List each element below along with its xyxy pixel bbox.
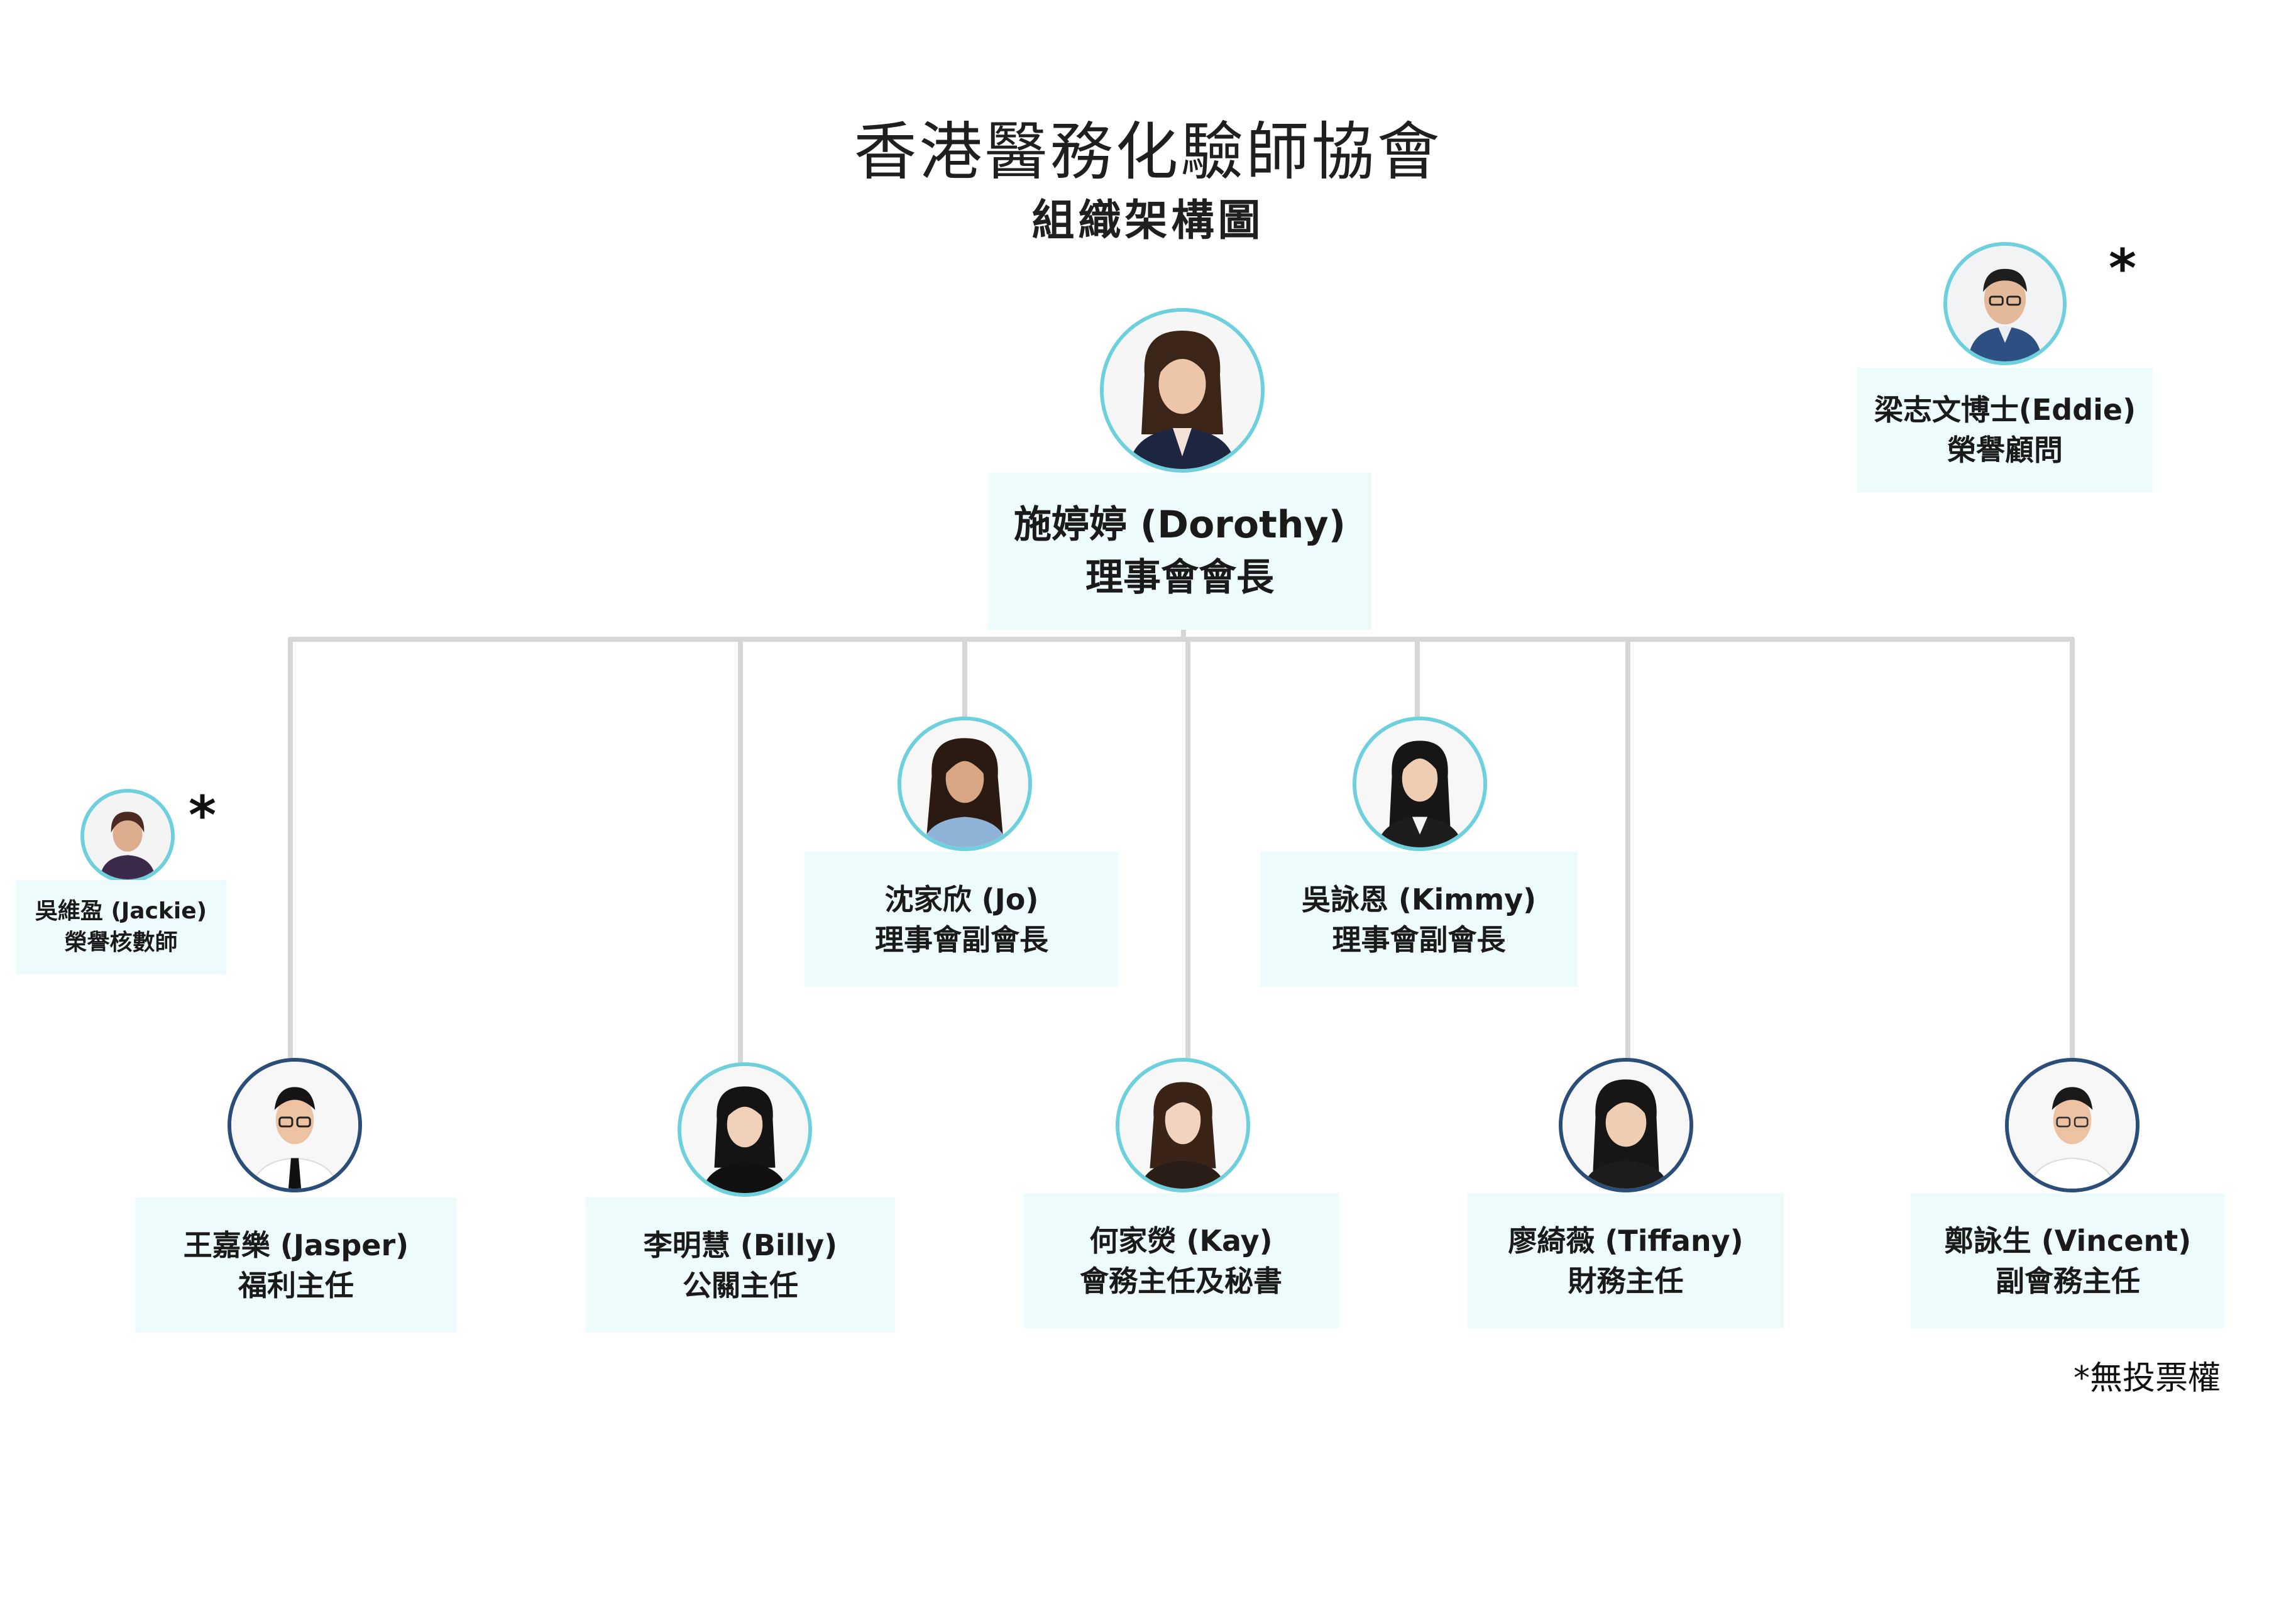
member-name: 王嘉樂 (Jasper)	[183, 1228, 409, 1262]
member-role: 榮譽核數師	[64, 930, 178, 955]
chart-subtitle: 組織架構圖	[1031, 196, 1265, 246]
avatar-jasper	[228, 1058, 362, 1192]
avatar-jackie	[80, 789, 175, 883]
avatar-jo	[898, 717, 1032, 851]
card-kay: 何家熒 (Kay) 會務主任及秘書	[1023, 1193, 1339, 1328]
avatar-kay	[1116, 1058, 1250, 1192]
member-role: 理事會會長	[1085, 556, 1274, 600]
avatar-vincent	[2005, 1058, 2139, 1192]
person-photo-icon	[1947, 246, 2063, 361]
member-name: 廖綺薇 (Tiffany)	[1508, 1223, 1744, 1258]
member-role: 財務主任	[1568, 1263, 1684, 1298]
no-vote-mark-jackie: *	[189, 784, 216, 846]
person-photo-icon	[84, 793, 171, 879]
card-jackie: 吳維盈 (Jackie) 榮譽核數師	[16, 880, 226, 974]
member-name: 李明慧 (Billy)	[643, 1228, 838, 1262]
member-role: 福利主任	[238, 1268, 354, 1302]
person-photo-icon	[1104, 312, 1261, 469]
avatar-billy	[678, 1062, 812, 1197]
card-tiffany: 廖綺薇 (Tiffany) 財務主任	[1468, 1193, 1784, 1328]
avatar-tiffany	[1559, 1058, 1693, 1192]
person-photo-icon	[1119, 1062, 1246, 1189]
footnote-no-vote: *無投票權	[2073, 1360, 2221, 1397]
member-role: 公關主任	[683, 1268, 798, 1302]
card-jo: 沈家欣 (Jo) 理事會副會長	[805, 852, 1119, 987]
card-billy: 李明慧 (Billy) 公關主任	[586, 1197, 895, 1333]
member-role: 副會務主任	[1996, 1263, 2140, 1298]
person-photo-icon	[2009, 1062, 2136, 1189]
member-name: 沈家欣 (Jo)	[884, 882, 1039, 916]
member-name: 吳詠恩 (Kimmy)	[1301, 882, 1537, 916]
avatar-eddie	[1943, 242, 2067, 365]
card-vincent: 鄭詠生 (Vincent) 副會務主任	[1911, 1193, 2225, 1328]
member-name: 梁志文博士(Eddie)	[1874, 393, 2136, 427]
avatar-dorothy	[1100, 308, 1265, 473]
person-photo-icon	[1563, 1062, 1689, 1189]
member-name: 施婷婷 (Dorothy)	[1013, 503, 1346, 547]
card-jasper: 王嘉樂 (Jasper) 福利主任	[135, 1197, 457, 1333]
no-vote-mark-eddie: *	[2109, 238, 2136, 299]
member-name: 吳維盈 (Jackie)	[35, 898, 207, 924]
member-role: 理事會副會長	[875, 922, 1048, 957]
member-role: 榮譽顧問	[1947, 433, 2063, 467]
person-photo-icon	[901, 720, 1028, 847]
card-eddie: 梁志文博士(Eddie) 榮譽顧問	[1857, 368, 2153, 492]
card-kimmy: 吳詠恩 (Kimmy) 理事會副會長	[1260, 852, 1578, 987]
member-name: 何家熒 (Kay)	[1089, 1223, 1273, 1258]
person-photo-icon	[681, 1066, 808, 1193]
member-role: 會務主任及秘書	[1080, 1263, 1282, 1298]
member-role: 理事會副會長	[1332, 922, 1506, 957]
member-name: 鄭詠生 (Vincent)	[1944, 1223, 2192, 1258]
card-dorothy: 施婷婷 (Dorothy) 理事會會長	[988, 473, 1371, 630]
person-photo-icon	[1356, 720, 1483, 847]
chart-title: 香港醫務化驗師協會	[854, 115, 1442, 189]
avatar-kimmy	[1353, 717, 1487, 851]
person-photo-icon	[231, 1062, 358, 1189]
